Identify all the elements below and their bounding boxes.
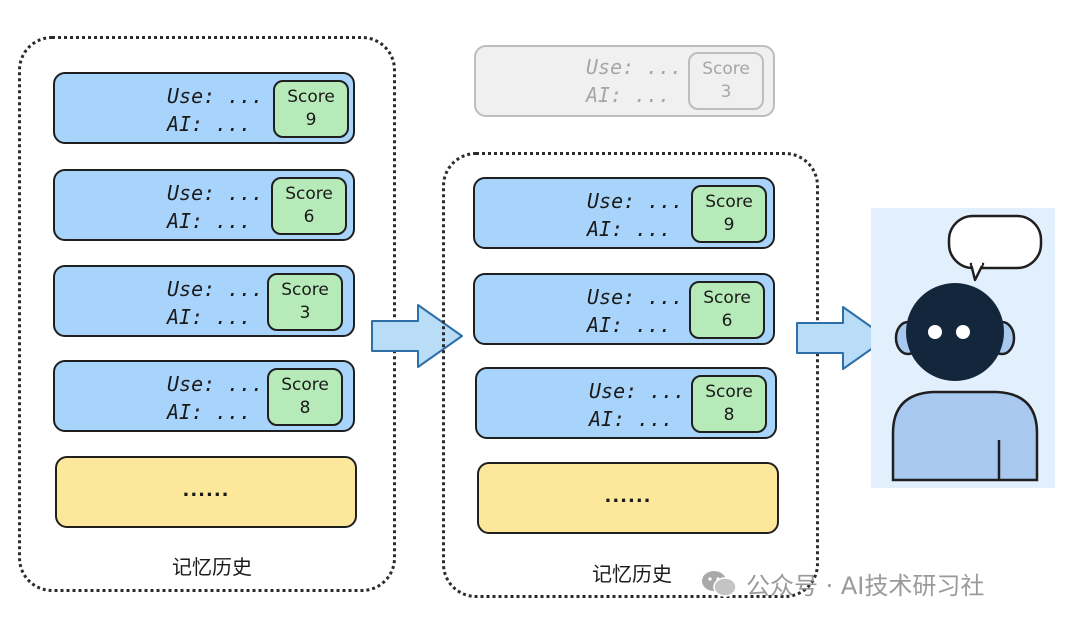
discarded-card-use: Use: ... xyxy=(586,55,683,79)
score-label: Score xyxy=(281,280,329,300)
filtered-card-2: Use: ... AI: ... Score 6 xyxy=(473,273,775,345)
memory-card-use: Use: ... xyxy=(167,277,264,301)
more-items-ellipsis: ...... xyxy=(604,486,652,507)
filtered-history-caption: 记忆历史 xyxy=(592,562,672,586)
score-badge: Score 8 xyxy=(267,368,343,426)
arrow-right-icon xyxy=(371,304,463,368)
filtered-card-1: Use: ... AI: ... Score 9 xyxy=(473,177,775,249)
filtered-card-ai: AI: ... xyxy=(589,407,674,431)
score-value: 8 xyxy=(299,398,311,418)
filtered-history-group xyxy=(442,152,819,598)
filtered-card-use: Use: ... xyxy=(587,285,684,309)
memory-card-ai: AI: ... xyxy=(167,400,252,424)
memory-card-use: Use: ... xyxy=(167,372,264,396)
memory-card-ai: AI: ... xyxy=(167,112,252,136)
score-badge: Score 6 xyxy=(271,177,347,235)
score-value: 3 xyxy=(720,82,732,102)
filtered-card-use: Use: ... xyxy=(587,189,684,213)
arrow-right-icon xyxy=(796,306,888,370)
score-value: 9 xyxy=(305,110,317,130)
memory-card-use: Use: ... xyxy=(167,84,264,108)
score-value: 9 xyxy=(723,215,735,235)
score-badge: Score 8 xyxy=(691,375,767,433)
score-badge: Score 9 xyxy=(691,185,767,243)
score-label: Score xyxy=(281,375,329,395)
score-label: Score xyxy=(705,192,753,212)
memory-card-ai: AI: ... xyxy=(167,305,252,329)
memory-history-group xyxy=(18,36,396,592)
score-value: 6 xyxy=(303,207,315,227)
score-badge: Score 6 xyxy=(689,281,765,339)
score-label: Score xyxy=(287,87,335,107)
score-label: Score xyxy=(285,184,333,204)
memory-card-use: Use: ... xyxy=(167,181,264,205)
memory-card-ai: AI: ... xyxy=(167,209,252,233)
watermark: 公众号 · AI技术研习社 xyxy=(700,566,984,601)
discarded-card-ai: AI: ... xyxy=(586,83,671,107)
memory-history-caption: 记忆历史 xyxy=(172,555,252,579)
filtered-more-items-card: ...... xyxy=(477,462,779,534)
ai-agent-icon xyxy=(891,214,1043,482)
score-value: 3 xyxy=(299,303,311,323)
more-items-card: ...... xyxy=(55,456,357,528)
filtered-card-ai: AI: ... xyxy=(587,313,672,337)
memory-card-4: Use: ... AI: ... Score 8 xyxy=(53,360,355,432)
score-label: Score xyxy=(702,59,750,79)
memory-card-1: Use: ... AI: ... Score 9 xyxy=(53,72,355,144)
speech-bubble-icon xyxy=(947,214,1043,282)
filtered-card-ai: AI: ... xyxy=(587,217,672,241)
memory-card-2: Use: ... AI: ... Score 6 xyxy=(53,169,355,241)
score-value: 6 xyxy=(721,311,733,331)
score-badge: Score 9 xyxy=(273,80,349,138)
more-items-ellipsis: ...... xyxy=(182,480,230,501)
score-label: Score xyxy=(703,288,751,308)
filtered-card-use: Use: ... xyxy=(589,379,686,403)
discarded-score-badge: Score 3 xyxy=(688,52,764,110)
memory-card-3: Use: ... AI: ... Score 3 xyxy=(53,265,355,337)
wechat-icon xyxy=(702,570,737,597)
discarded-card: Use: ... AI: ... Score 3 xyxy=(474,45,775,117)
score-label: Score xyxy=(705,382,753,402)
score-value: 8 xyxy=(723,405,735,425)
score-badge: Score 3 xyxy=(267,273,343,331)
watermark-text: 公众号 · AI技术研习社 xyxy=(746,572,985,600)
filtered-card-3: Use: ... AI: ... Score 8 xyxy=(475,367,777,439)
